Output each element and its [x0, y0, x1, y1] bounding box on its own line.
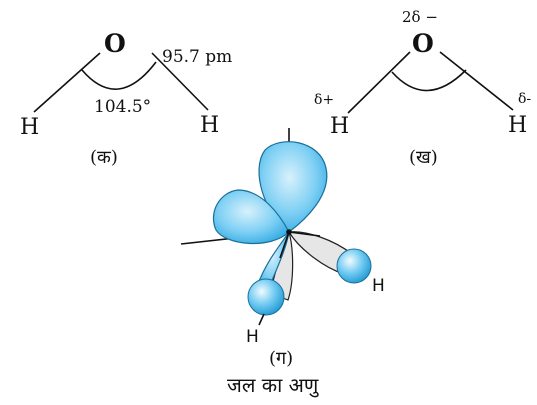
- hydrogen-right-label: H: [200, 113, 219, 138]
- lone-pair-orbital-upper: [258, 141, 328, 233]
- hydrogen-right-label: H: [372, 276, 385, 296]
- bond-o-h-left: [33, 52, 101, 113]
- bond-o-h-right: [151, 52, 209, 111]
- hydrogen-right-charge: δ-: [518, 91, 531, 107]
- axis-right: [288, 231, 321, 237]
- bond-angle-label: 104.5°: [94, 97, 151, 117]
- oxygen-charge-label: 2δ −: [402, 8, 438, 26]
- hydrogen-left-charge: δ+: [314, 92, 334, 108]
- oxygen-label: O: [412, 29, 434, 58]
- lone-pair-orbital-left: [212, 189, 290, 244]
- hydrogen-bottom-ball: [247, 278, 285, 316]
- axis-down: [279, 231, 290, 259]
- bond-angle-arc: [391, 69, 467, 92]
- panel-c: H H (ग): [180, 128, 385, 369]
- bond-angle-arc: [81, 61, 157, 90]
- panel-a-label: (क): [90, 147, 118, 168]
- hydrogen-left-label: H: [330, 114, 349, 139]
- oxygen-label: O: [104, 29, 126, 58]
- oxygen-center: [286, 229, 292, 235]
- figure-caption: जल का अणु: [227, 373, 319, 398]
- hydrogen-bottom-pointer: [258, 313, 265, 326]
- bond-o-h-right: [439, 51, 514, 111]
- panel-b-label: (ख): [409, 147, 438, 168]
- hydrogen-right-label: H: [508, 113, 527, 138]
- panel-c-label: (ग): [269, 348, 293, 369]
- bond-length-label: 95.7 pm: [162, 47, 232, 67]
- bond-o-h-left: [347, 51, 411, 114]
- hydrogen-bottom-label: H: [246, 327, 259, 347]
- hydrogen-right-ball: [336, 248, 372, 284]
- panel-a: O H H 95.7 pm 104.5° (क): [20, 29, 232, 168]
- panel-b: O 2δ − H δ+ H δ- (ख): [314, 8, 531, 168]
- hydrogen-left-label: H: [20, 115, 39, 140]
